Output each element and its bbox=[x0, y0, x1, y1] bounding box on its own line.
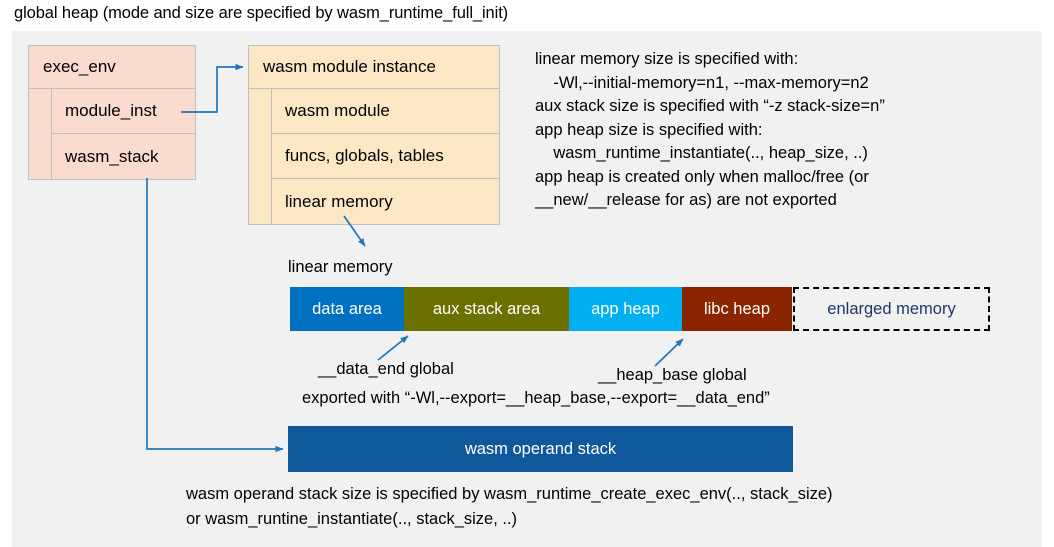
wasm-module-instance-body: wasm module funcs, globals, tables linea… bbox=[248, 89, 500, 225]
exec-env-box: exec_env module_inst wasm_stack bbox=[28, 45, 196, 180]
module-field-wasm-module: wasm module bbox=[272, 89, 499, 134]
mem-segment-app-heap: app heap bbox=[569, 287, 682, 331]
exec-env-field-module-inst: module_inst bbox=[52, 89, 195, 134]
linear-memory-bar: data area aux stack area app heap libc h… bbox=[290, 287, 990, 331]
callout-heap-base: __heap_base global bbox=[598, 366, 747, 384]
exec-env-body: module_inst wasm_stack bbox=[28, 89, 196, 180]
wasm-module-instance-fields: wasm module funcs, globals, tables linea… bbox=[272, 89, 499, 224]
exec-env-field-wasm-stack: wasm_stack bbox=[65, 146, 159, 166]
linear-memory-notes: linear memory size is specified with: -W… bbox=[535, 50, 885, 209]
exec-env-header: exec_env bbox=[28, 45, 196, 89]
wasm-module-instance-gutter bbox=[249, 89, 272, 224]
module-field-linear-memory: linear memory bbox=[285, 191, 393, 211]
exec-env-gutter bbox=[29, 89, 52, 179]
mem-segment-libc-heap: libc heap bbox=[682, 287, 792, 331]
wasm-module-instance-box: wasm module instance wasm module funcs, … bbox=[248, 45, 500, 225]
wasm-module-instance-header: wasm module instance bbox=[248, 45, 500, 89]
mem-segment-aux-stack-area: aux stack area bbox=[404, 287, 569, 331]
callout-data-end: __data_end global bbox=[318, 360, 454, 378]
mem-segment-enlarged-memory: enlarged memory bbox=[793, 287, 990, 331]
wasm-operand-stack-bar: wasm operand stack bbox=[288, 426, 793, 472]
mem-segment-data-area: data area bbox=[290, 287, 404, 331]
linear-memory-label: linear memory bbox=[288, 258, 393, 276]
operand-stack-notes: wasm operand stack size is specified by … bbox=[186, 485, 833, 528]
module-field-funcs-globals-tables: funcs, globals, tables bbox=[272, 134, 499, 179]
callout-exported-with: exported with “-Wl,--export=__heap_base,… bbox=[302, 389, 770, 407]
page-title: global heap (mode and size are specified… bbox=[14, 4, 509, 22]
exec-env-fields: module_inst wasm_stack bbox=[52, 89, 195, 179]
